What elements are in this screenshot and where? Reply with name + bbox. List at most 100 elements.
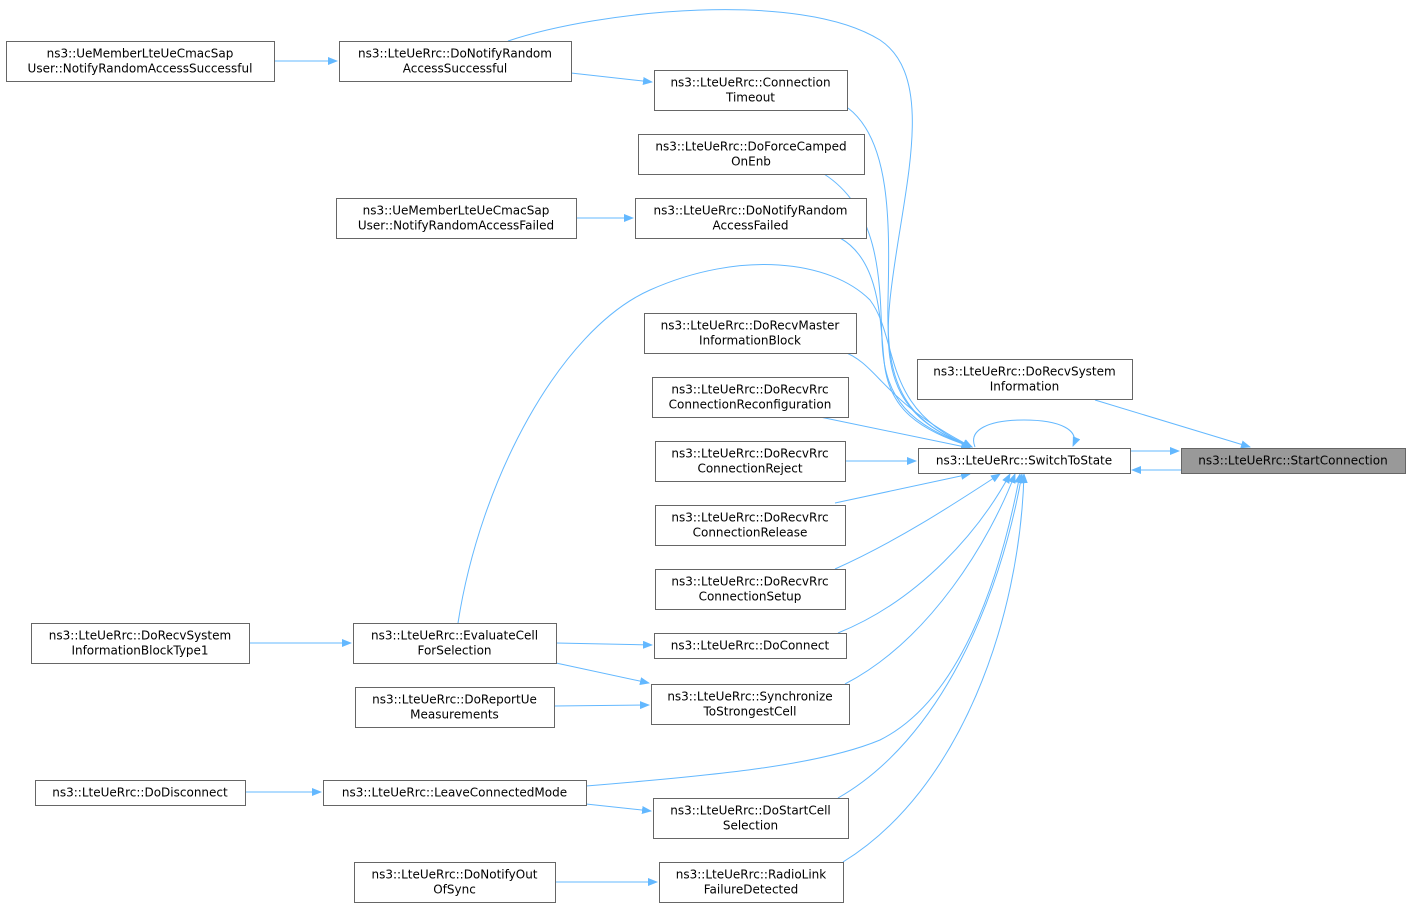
node-label-line: Information (990, 380, 1059, 394)
node-label-line: Selection (723, 819, 778, 833)
edge-sync_strongest-to-switch_to_state (844, 473, 1016, 685)
edge-leave_connected-to-switch_to_state (585, 473, 1023, 787)
node-box (336, 198, 577, 239)
node-label-line: User::NotifyRandomAccessFailed (358, 219, 554, 233)
node-box (655, 441, 846, 482)
node-box (917, 359, 1133, 400)
node-box (1181, 448, 1406, 474)
node-box (655, 505, 846, 546)
node-leave-connected[interactable]: ns3::LteUeRrc::LeaveConnectedMode (323, 780, 587, 806)
node-box (652, 377, 849, 418)
node-box (659, 862, 844, 903)
node-box (644, 313, 857, 354)
node-label-line: ns3::LteUeRrc::DoNotifyRandom (358, 47, 552, 61)
node-label-line: ns3::LteUeRrc::DoRecvSystem (49, 629, 231, 643)
node-label-line: ns3::LteUeRrc::Synchronize (667, 690, 832, 704)
edge-recv_rrc_release-to-switch_to_state (834, 471, 971, 504)
node-box (655, 569, 846, 610)
node-label-line: ns3::LteUeRrc::Connection (670, 76, 830, 90)
node-cmac-ra-failed[interactable]: ns3::UeMemberLteUeCmacSapUser::NotifyRan… (336, 198, 577, 239)
edge-report_ue_meas-to-sync_strongest (553, 701, 650, 710)
edge-start_cell_selection-to-switch_to_state (837, 473, 1025, 799)
edge-recv_rrc_setup-to-switch_to_state (834, 473, 1001, 570)
node-label-line: ns3::LteUeRrc::DoConnect (671, 639, 830, 653)
node-sync-strongest[interactable]: ns3::LteUeRrc::SynchronizeToStrongestCel… (651, 684, 850, 725)
node-label-line: InformationBlock (699, 334, 801, 348)
edge-notify_ra_failed-to-switch_to_state (839, 237, 973, 449)
node-label-line: ns3::LteUeRrc::DoForceCamped (655, 140, 846, 154)
node-box (355, 687, 555, 728)
edge-notify_ra_successful-to-connection_timeout (570, 72, 653, 85)
node-label-line: InformationBlockType1 (71, 644, 208, 658)
node-recv-mib[interactable]: ns3::LteUeRrc::DoRecvMasterInformationBl… (644, 313, 857, 354)
edge-connection_timeout-to-switch_to_state (847, 107, 973, 448)
node-label-line: AccessFailed (713, 219, 789, 233)
nodes-layer: ns3::LteUeRrc::StartConnectionns3::LteUe… (6, 41, 1406, 903)
node-notify-ra-failed[interactable]: ns3::LteUeRrc::DoNotifyRandomAccessFaile… (635, 198, 867, 239)
node-label-line: ns3::LteUeRrc::EvaluateCell (371, 629, 538, 643)
edge-notify_ra_successful-to-switch_to_state (507, 9, 973, 448)
node-label-line: FailureDetected (704, 883, 799, 897)
node-notify-ra-successful[interactable]: ns3::LteUeRrc::DoNotifyRandomAccessSucce… (339, 41, 572, 82)
node-box (654, 633, 847, 659)
node-label-line: ns3::LteUeRrc::DoStartCell (670, 804, 831, 818)
edges-layer (245, 9, 1251, 886)
node-box (323, 780, 587, 806)
node-box (635, 198, 867, 239)
edge-evaluate_cell-to-do_connect (555, 640, 653, 649)
node-box (654, 70, 848, 111)
node-box (651, 684, 850, 725)
edge-leave_connected-to-start_cell_selection (585, 803, 652, 815)
node-label-line: ConnectionSetup (699, 590, 802, 604)
node-box (653, 798, 849, 839)
node-cmac-ra-successful[interactable]: ns3::UeMemberLteUeCmacSapUser::NotifyRan… (6, 41, 275, 82)
node-recv-rrc-release[interactable]: ns3::LteUeRrc::DoRecvRrcConnectionReleas… (655, 505, 846, 546)
node-box (638, 134, 865, 175)
edge-radio_link_failure-to-switch_to_state (842, 473, 1028, 863)
node-label-line: OnEnb (731, 155, 771, 169)
node-label-line: ns3::LteUeRrc::LeaveConnectedMode (342, 786, 567, 800)
node-label-line: ns3::LteUeRrc::DoReportUe (372, 693, 537, 707)
node-label-line: ns3::LteUeRrc::DoRecvSystem (933, 365, 1115, 379)
node-switch-to-state[interactable]: ns3::LteUeRrc::SwitchToState (918, 448, 1131, 474)
node-label-line: ns3::LteUeRrc::DoDisconnect (52, 786, 228, 800)
edge-do_connect-to-switch_to_state (837, 473, 1011, 634)
node-recv-rrc-reconfig[interactable]: ns3::LteUeRrc::DoRecvRrcConnectionReconf… (652, 377, 849, 418)
node-label-line: OfSync (433, 883, 476, 897)
node-label-line: ns3::LteUeRrc::SwitchToState (936, 454, 1112, 468)
node-label-line: User::NotifyRandomAccessSuccessful (28, 62, 253, 76)
node-label-line: ns3::LteUeRrc::DoRecvMaster (661, 319, 840, 333)
node-label-line: ConnectionRelease (693, 526, 808, 540)
node-do-disconnect[interactable]: ns3::LteUeRrc::DoDisconnect (35, 780, 246, 806)
node-box (918, 448, 1131, 474)
node-label-line: ns3::LteUeRrc::DoRecvRrc (671, 575, 828, 589)
node-do-connect[interactable]: ns3::LteUeRrc::DoConnect (654, 633, 847, 659)
node-label-line: ns3::LteUeRrc::DoNotifyRandom (654, 204, 848, 218)
node-label-line: ForSelection (417, 644, 491, 658)
edge-recv_mib-to-switch_to_state (841, 350, 973, 448)
node-label-line: ns3::LteUeRrc::StartConnection (1198, 454, 1387, 468)
node-label-line: ns3::LteUeRrc::DoRecvRrc (671, 383, 828, 397)
node-recv-sib1[interactable]: ns3::LteUeRrc::DoRecvSystemInformationBl… (31, 623, 250, 664)
node-label-line: AccessSuccessful (403, 62, 508, 76)
node-label-line: ns3::LteUeRrc::DoNotifyOut (371, 868, 537, 882)
node-box (353, 623, 557, 664)
node-box (31, 623, 250, 664)
edge-evaluate_cell-to-sync_strongest (555, 662, 650, 686)
node-label-line: ConnectionReject (697, 462, 802, 476)
node-label-line: ns3::UeMemberLteUeCmacSap (363, 204, 550, 218)
node-label-line: Timeout (725, 91, 775, 105)
node-box (35, 780, 246, 806)
node-start-connection[interactable]: ns3::LteUeRrc::StartConnection (1181, 448, 1406, 474)
